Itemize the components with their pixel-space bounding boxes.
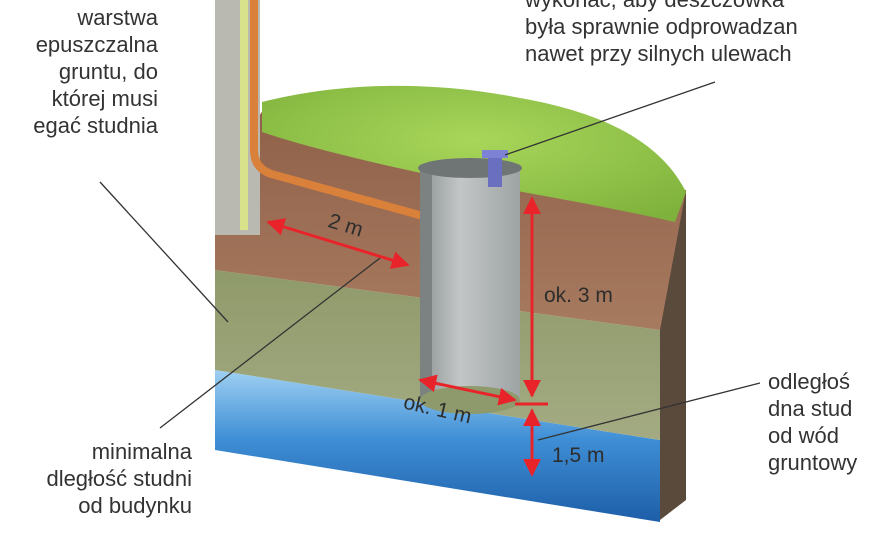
label-min-distance: minimalna dległość studni od budynku xyxy=(46,439,192,518)
drain-pipe xyxy=(250,0,432,222)
label-permeable-layer: warstwa epuszczalna gruntu, do której mu… xyxy=(33,5,158,138)
well-shaft-inner-edge xyxy=(420,165,432,400)
well-top xyxy=(418,158,522,178)
well-vent-cap xyxy=(482,150,508,158)
building-wall-edge xyxy=(240,0,248,230)
grass-surface xyxy=(262,85,686,222)
label-bottom-distance: odległoś dna stud od wód gruntowy xyxy=(768,369,858,475)
well-vent-pipe xyxy=(488,155,502,187)
leader-bottom-distance xyxy=(537,382,761,441)
dim-to-groundwater: 1,5 m xyxy=(552,444,605,467)
leader-permeable-layer xyxy=(99,181,229,323)
label-top-note: wykonać, aby deszczówka była sprawnie od… xyxy=(525,0,798,66)
leader-min-distance xyxy=(159,257,381,429)
dim-well-depth: ok. 3 m xyxy=(544,284,613,307)
well-shaft xyxy=(420,165,520,400)
arrow-building-gap xyxy=(266,218,410,269)
arrow-well-width xyxy=(418,374,517,406)
groundwater-layer xyxy=(215,370,660,522)
leader-top-note xyxy=(504,81,716,156)
